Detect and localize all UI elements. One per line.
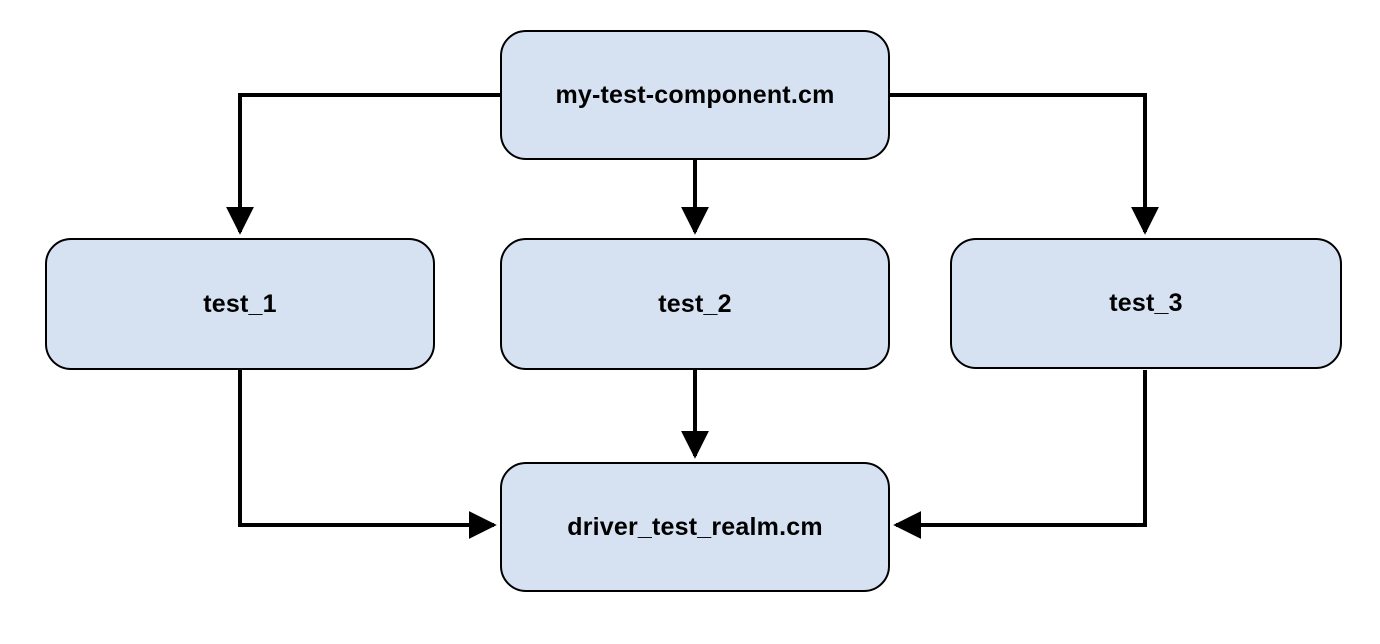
node-test-2: test_2 bbox=[500, 238, 890, 370]
edge-test1-to-driver bbox=[238, 370, 497, 539]
node-test-3: test_3 bbox=[950, 238, 1342, 369]
node-label: driver_test_realm.cm bbox=[567, 512, 823, 541]
node-my-test-component: my-test-component.cm bbox=[500, 30, 890, 160]
node-driver-test-realm: driver_test_realm.cm bbox=[500, 462, 890, 592]
node-label: my-test-component.cm bbox=[555, 80, 835, 109]
node-label: test_3 bbox=[1109, 289, 1183, 317]
edge-test3-to-driver bbox=[893, 370, 1147, 539]
node-label: test_1 bbox=[203, 289, 277, 318]
edge-root-to-test3 bbox=[890, 93, 1159, 235]
edge-root-to-test1 bbox=[226, 93, 500, 235]
node-test-1: test_1 bbox=[45, 238, 435, 370]
node-label: test_2 bbox=[658, 289, 732, 318]
